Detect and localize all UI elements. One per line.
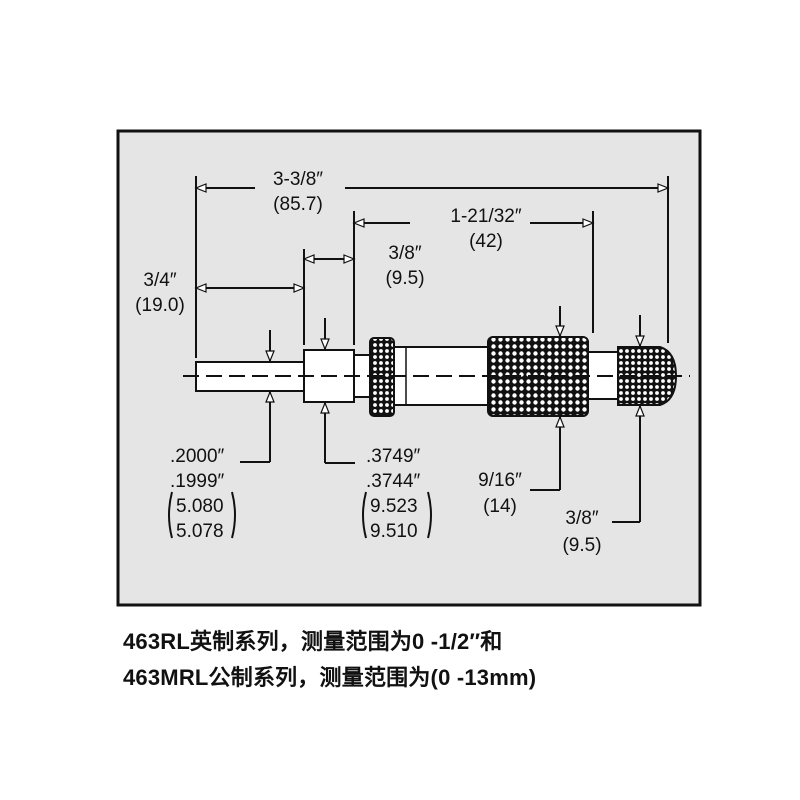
overall-length-inch: 3-3/8″ bbox=[273, 169, 323, 190]
collar-width-inch: 3/8″ bbox=[388, 243, 421, 264]
spindle-dia-mm-min: 5.078 bbox=[176, 521, 224, 542]
dim-thimble-diameter: 9/16″ (14) bbox=[478, 306, 565, 517]
dim-sleeve-thimble: 1-21/32″ (42) bbox=[352, 206, 595, 252]
sleeve-thimble-mm: (42) bbox=[469, 231, 503, 252]
ratchet-dia-mm: (9.5) bbox=[562, 535, 601, 556]
collar-dia-mm-min: 9.510 bbox=[370, 521, 418, 542]
spindle-dia-inch-max: .2000″ bbox=[170, 446, 225, 467]
sleeve-thimble-inch: 1-21/32″ bbox=[450, 206, 521, 227]
dim-ratchet-diameter: 3/8″ (9.5) bbox=[562, 315, 645, 556]
dim-spindle-length: 3/4″ (19.0) bbox=[135, 270, 306, 316]
dim-collar-diameter: .3749″ .3744″ 9.523 9.510 bbox=[320, 318, 432, 542]
dim-collar-width: 3/8″ (9.5) bbox=[302, 243, 425, 289]
spindle-dia-mm-max: 5.080 bbox=[176, 496, 224, 517]
spindle-dia-inch-min: .1999″ bbox=[170, 471, 225, 492]
overall-length-mm: (85.7) bbox=[273, 194, 323, 215]
caption-line-2: 463MRL公制系列，测量范围为(0 -13mm) bbox=[123, 665, 537, 690]
spindle-length-mm: (19.0) bbox=[135, 295, 185, 316]
thimble-dia-mm: (14) bbox=[483, 496, 517, 517]
spindle-length-inch: 3/4″ bbox=[143, 270, 176, 291]
collar-dia-inch-max: .3749″ bbox=[366, 446, 421, 467]
extension-lines bbox=[195, 176, 669, 358]
dim-overall: 3-3/8″ (85.7) bbox=[194, 169, 670, 215]
collar-dia-inch-min: .3744″ bbox=[366, 471, 421, 492]
dim-spindle-diameter: .2000″ .1999″ 5.080 5.078 bbox=[168, 330, 275, 542]
caption-line-1: 463RL英制系列，测量范围为0 -1/2″和 bbox=[123, 629, 503, 654]
collar-dia-mm-max: 9.523 bbox=[370, 496, 418, 517]
thimble-dia-inch: 9/16″ bbox=[478, 470, 522, 491]
ratchet-dia-inch: 3/8″ bbox=[565, 508, 598, 529]
collar-width-mm: (9.5) bbox=[385, 268, 424, 289]
